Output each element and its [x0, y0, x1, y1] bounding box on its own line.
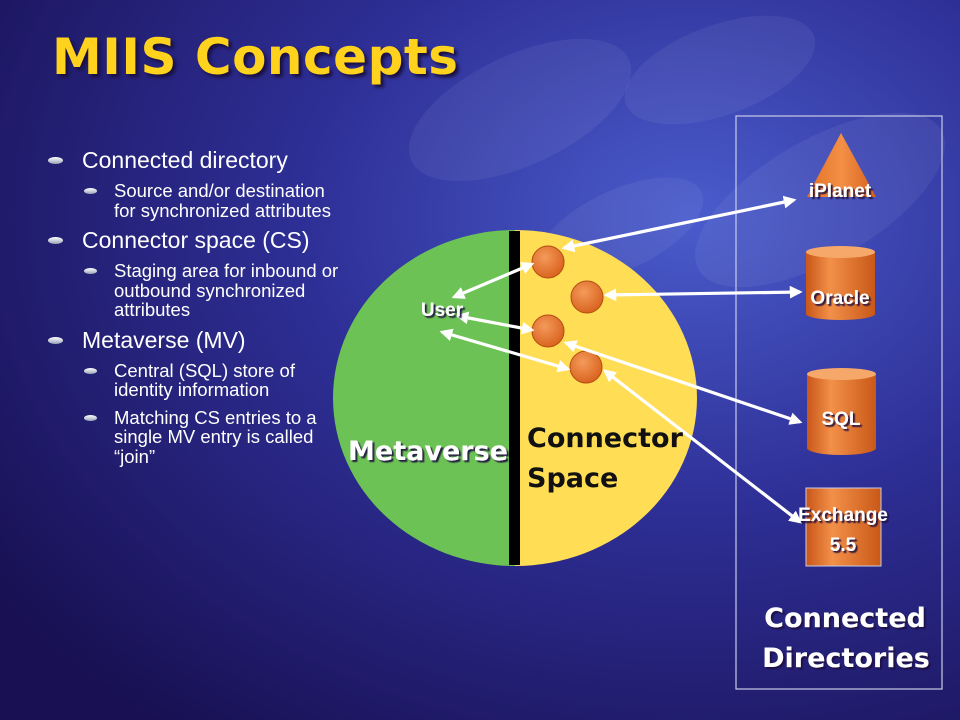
sub-bullet-item: Staging area for inbound or outbound syn…: [48, 261, 348, 320]
iplanet-arrow: [561, 195, 797, 253]
bullet-text: Central (SQL) store of identity informat…: [114, 359, 295, 400]
divider-line: [509, 231, 520, 565]
iplanet-label: iPlanet: [809, 181, 872, 202]
bullet-icon: [48, 237, 63, 244]
bullet-icon: [48, 336, 63, 344]
oracle-label: Oracle: [810, 288, 869, 309]
iplanet-triangle: [807, 133, 876, 197]
bullet-text: Matching CS entries to a single MV entry…: [114, 406, 317, 467]
sql-label: SQL: [821, 409, 860, 430]
connected-directories-label-2: Directories: [762, 643, 930, 674]
oracle-cylinder: [806, 246, 875, 320]
join-arrow: [451, 262, 535, 299]
bullet-text: Source and/or destination for synchroniz…: [114, 180, 331, 221]
bullet-icon: [84, 367, 97, 374]
bullet-item: Connector space (CS): [48, 228, 348, 253]
user-label: User: [421, 300, 464, 321]
exchange-label: Exchange: [798, 505, 888, 526]
bullet-text: Connector space (CS): [82, 227, 310, 253]
sql-cylinder: [807, 368, 876, 455]
metaverse-label: Metaverse: [348, 436, 508, 467]
metaverse-half: [333, 230, 515, 566]
connected-directories-label: Connected: [764, 603, 926, 634]
oracle-arrow: [603, 285, 803, 302]
sub-bullet-item: Matching CS entries to a single MV entry…: [48, 406, 348, 467]
exchange-version-label: 5.5: [830, 535, 857, 556]
bullet-icon: [84, 188, 97, 194]
bullet-item: Connected directory: [48, 148, 348, 173]
connector-object: [531, 314, 565, 348]
bullet-text: Metaverse (MV): [82, 326, 246, 353]
sub-bullet-item: Central (SQL) store of identity informat…: [48, 359, 348, 400]
bullet-text: Connected directory: [82, 147, 288, 173]
bullet-icon: [48, 157, 63, 164]
bullet-icon: [84, 268, 97, 274]
bullet-list: Connected directory Source and/or destin…: [48, 148, 348, 474]
connector-object: [531, 245, 565, 279]
connector-space-half: [515, 230, 697, 566]
exchange-box: [805, 487, 882, 567]
connector-object: [569, 350, 603, 384]
sync-arrows: [439, 195, 803, 524]
bullet-icon: [84, 414, 97, 421]
bullet-text: Staging area for inbound or outbound syn…: [114, 260, 339, 320]
connector-space-label-2: Space: [527, 463, 618, 494]
slide-title: MIIS Concepts: [52, 28, 459, 86]
sub-bullet-item: Source and/or destination for synchroniz…: [48, 181, 348, 220]
connector-object: [570, 280, 604, 314]
exchange-arrow: [602, 369, 803, 524]
bullet-item: Metaverse (MV): [48, 326, 348, 353]
join-arrow: [455, 311, 535, 335]
join-arrow: [439, 328, 571, 373]
connector-space-label: Connector: [527, 423, 684, 454]
